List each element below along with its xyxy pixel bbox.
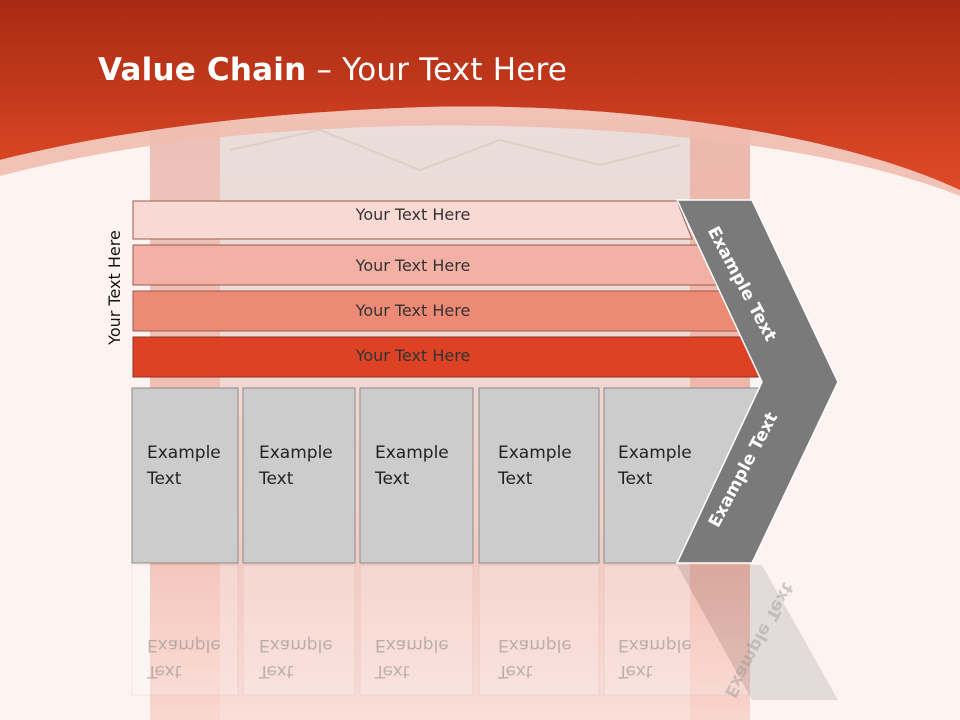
box-2 [242, 387, 356, 564]
box-2-reflection: Text Example [259, 632, 333, 684]
box-1 [131, 387, 239, 564]
box-3 [359, 387, 474, 564]
header-band [0, 0, 960, 190]
box-4-refl-line1: Example [498, 635, 572, 655]
page-title: Value Chain – Your Text Here [98, 52, 567, 88]
box-1-line1: Example [147, 443, 221, 463]
title-rest: – Your Text Here [306, 52, 568, 88]
box-5-line1: Example [618, 443, 692, 463]
band-3-label: Your Text Here [355, 301, 471, 320]
box-4-line1: Example [498, 443, 572, 463]
box-2-refl-line1: Example [259, 635, 333, 655]
box-2-line2: Text [259, 469, 294, 489]
box-3-reflection: Text Example [375, 632, 449, 684]
box-4-line2: Text [498, 469, 533, 489]
box-5-reflection: Text Example [618, 632, 692, 684]
box-4-refl-line2: Text [498, 661, 533, 681]
box-2-refl-line2: Text [259, 661, 294, 681]
title-bold: Value Chain [98, 52, 307, 88]
reflection [131, 564, 838, 700]
box-5-line2: Text [618, 469, 653, 489]
box-2-line1: Example [259, 443, 333, 463]
box-3-refl-line2: Text [375, 661, 410, 681]
box-3-line1: Example [375, 443, 449, 463]
band-2-label: Your Text Here [355, 256, 471, 275]
box-5-refl-line2: Text [618, 661, 653, 681]
box-1-refl-line1: Example [147, 635, 221, 655]
box-4-reflection: Text Example [498, 632, 572, 684]
box-3-refl-line1: Example [375, 635, 449, 655]
box-1-reflection: Text Example [147, 632, 221, 684]
box-3-line2: Text [375, 469, 410, 489]
box-1-line2: Text [147, 469, 182, 489]
box-5-refl-line1: Example [618, 635, 692, 655]
box-1-refl-line2: Text [147, 661, 182, 681]
band-1-label: Your Text Here [355, 205, 471, 224]
band-4-label: Your Text Here [355, 346, 471, 365]
chevron-arrow [675, 199, 839, 564]
band-1 [132, 200, 693, 240]
box-4 [478, 387, 600, 564]
